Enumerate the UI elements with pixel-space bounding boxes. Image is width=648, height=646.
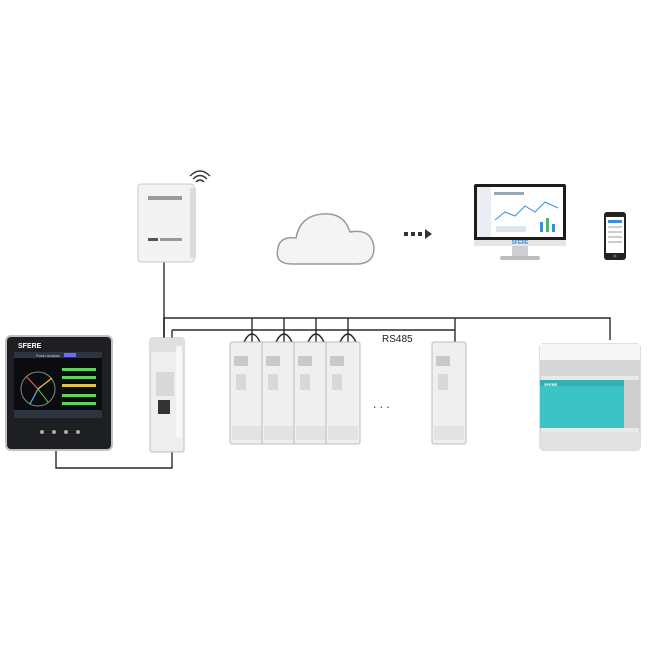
rs485-bus-label: RS485 <box>382 334 413 345</box>
din-rail-meter <box>325 341 361 445</box>
rs485-wiring <box>55 262 611 469</box>
power-quality-analyzer <box>539 343 641 451</box>
panel-power-meter <box>5 335 113 451</box>
monitor-icon <box>474 184 566 260</box>
meter-brand-label: SFERE <box>18 343 42 350</box>
din-rail-meter <box>261 341 297 445</box>
din-rail-gateway-module <box>149 337 185 453</box>
din-rail-meter <box>229 341 265 445</box>
continuation-ellipsis: . . . <box>373 397 390 411</box>
din-rail-meter <box>293 341 329 445</box>
din-rail-meter <box>431 341 467 445</box>
analyzer-brand-label: SFERE <box>544 382 558 387</box>
meter-menu-label: Power Analysis <box>36 354 60 358</box>
iot-gateway-box <box>137 183 196 263</box>
monitor-brand-label: SFERE <box>512 240 529 246</box>
phone-icon <box>604 212 626 260</box>
cloud-icon <box>276 213 375 265</box>
wifi-icon <box>189 170 211 183</box>
arrow-icon <box>404 229 432 239</box>
